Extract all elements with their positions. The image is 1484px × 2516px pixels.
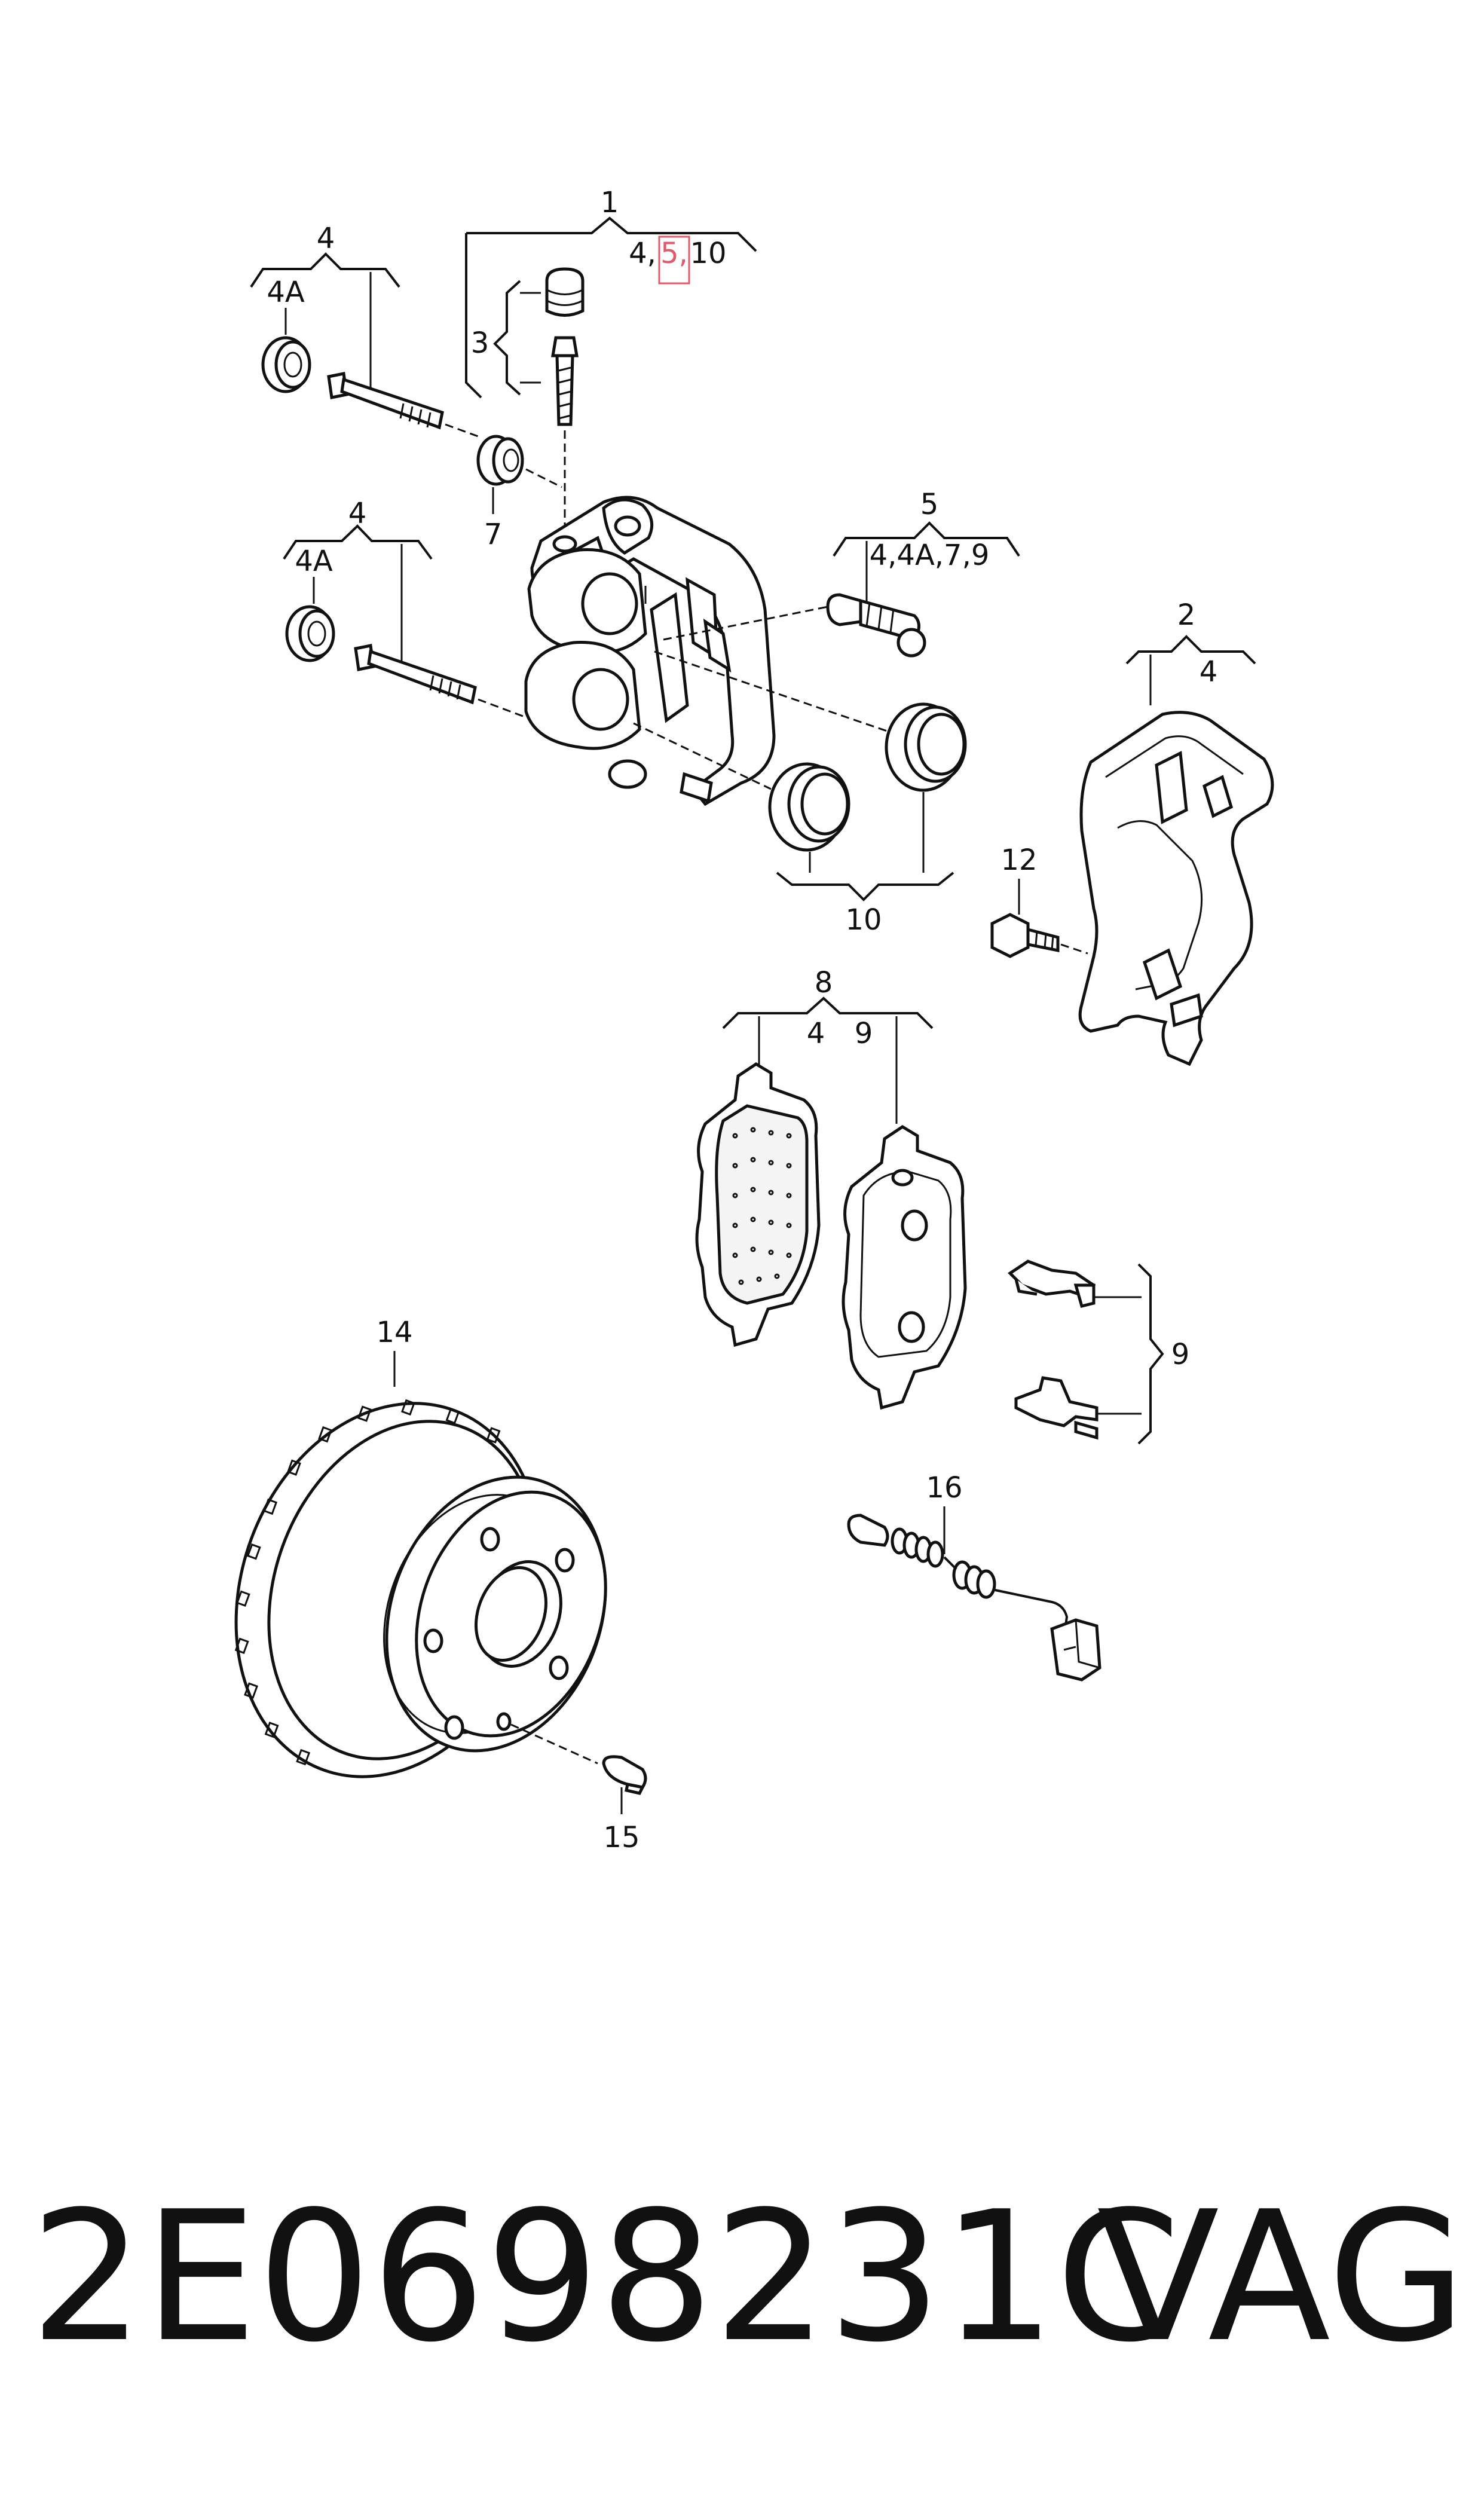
callout-12-label: 12 (1000, 843, 1037, 877)
callout-4-mid-group: 4 4A (283, 497, 433, 664)
pad-clip-lower-part (1014, 1376, 1099, 1440)
brake-pad-inner-part (695, 1062, 821, 1347)
brand-footer: VAG (1097, 2173, 1467, 2382)
callout-16-group: 16 (926, 1471, 963, 1554)
disc-vent-slots (234, 1399, 501, 1766)
callout-1-label: 1 (601, 186, 619, 219)
carrier-bolt-12-part (990, 913, 1088, 958)
callout-10-label: 10 (845, 903, 882, 937)
brake-disc-part (234, 1399, 607, 1778)
callout-12-group: 12 (1000, 843, 1038, 915)
sleeve-7-part: 7 (476, 435, 562, 551)
callout-14-group: 14 (376, 1316, 413, 1387)
caliper-body-part (524, 496, 776, 806)
disc-screw-15-part (602, 1755, 647, 1795)
piston-seal-lower-part (633, 722, 850, 852)
part-number-footer: 2E0698231C (30, 2173, 1181, 2382)
callout-8-label: 8 (815, 966, 833, 999)
callout-4a-mid-label: 4A (295, 545, 333, 578)
callout-4a-top-label: 4A (267, 276, 305, 309)
callout-5-label: 5 (920, 488, 939, 521)
callout-5-group: 5 4,4A,7,9 (833, 488, 1020, 616)
callout-1-ref-c: 10 (690, 237, 726, 270)
callout-9-group: 9 (1094, 1263, 1190, 1445)
guide-bolt-top-part (327, 372, 479, 438)
callout-3-group: 3 (471, 280, 541, 396)
wear-sensor-16-part (847, 1514, 1101, 1682)
highlight-box (658, 236, 690, 285)
piston-seal-upper-part (654, 650, 967, 792)
callout-8-ref-a: 4 (807, 1017, 825, 1050)
callout-3-label: 3 (471, 326, 489, 360)
callout-2-group: 2 4 (1125, 598, 1256, 705)
pad-clip-upper-part (1008, 1259, 1096, 1309)
callout-10-group: 10 (776, 792, 954, 937)
callout-1-group: 1 4, 5, 10 (465, 186, 757, 399)
pad-friction-dots (732, 1127, 792, 1285)
callout-7-label: 7 (484, 518, 503, 551)
brake-pad-outer-part (842, 1125, 967, 1410)
callout-15-group: 15 (603, 1787, 640, 1854)
callout-4-top-label: 4 (317, 222, 335, 255)
callout-5-refs: 4,4A,7,9 (870, 539, 990, 572)
callout-14-label: 14 (376, 1316, 412, 1349)
callout-1-ref-b-highlighted: 5, (660, 237, 688, 270)
callout-15-label: 15 (603, 1821, 640, 1854)
callout-2-label: 2 (1177, 598, 1196, 632)
bleed-screw-part (551, 336, 579, 526)
bleed-cap-part (545, 267, 585, 317)
boot-4a-mid-part (285, 605, 335, 662)
callout-16-label: 16 (926, 1471, 962, 1505)
callout-8-group: 8 4 9 (722, 966, 934, 1124)
guide-pin-boot-part (663, 593, 926, 658)
guide-bolt-mid-part (354, 644, 527, 719)
callout-2-ref: 4 (1200, 655, 1218, 689)
callout-4-top-group: 4 4A (250, 222, 400, 392)
callout-8-ref-b: 9 (855, 1017, 873, 1050)
boot-4a-top-part (261, 336, 311, 393)
brake-carrier-part (1078, 711, 1274, 1066)
callout-1-ref-a: 4, (629, 237, 656, 270)
callout-9-label: 9 (1171, 1338, 1190, 1371)
